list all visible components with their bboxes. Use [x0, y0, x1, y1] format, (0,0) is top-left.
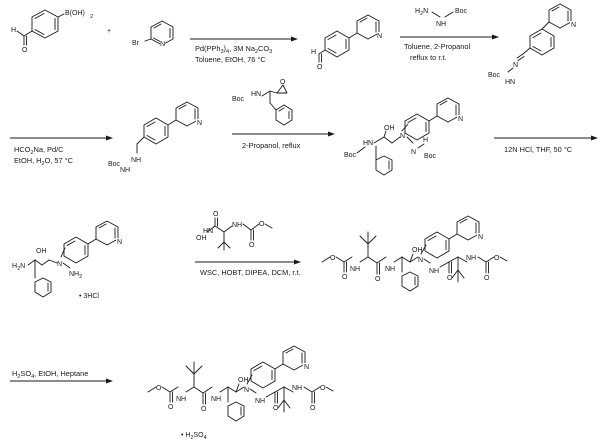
svg-text:O: O: [310, 405, 316, 412]
svg-text:NH: NH: [232, 222, 242, 229]
svg-text:N: N: [478, 234, 483, 241]
conditions-step2-line2: reflux to r.t.: [410, 53, 447, 62]
svg-text:Boc: Boc: [108, 161, 121, 168]
reaction-arrow-step6: HN OH O NH O O WSC, HOBT, DIPEA, DCM, r.…: [195, 211, 301, 277]
svg-text:NH: NH: [429, 268, 439, 275]
svg-text:H: H: [311, 49, 316, 56]
compound-hydrazine-trihydrochloride: H2N OH N NH2 N • 3HCl: [12, 220, 123, 300]
svg-text:N: N: [418, 257, 423, 264]
svg-text:N: N: [571, 22, 576, 29]
svg-text:NH: NH: [255, 398, 265, 405]
svg-text:N: N: [400, 133, 405, 140]
compound-formylphenylboronic-acid: B(OH) 2 H O: [11, 9, 93, 54]
svg-text:N: N: [304, 364, 309, 371]
reaction-arrow-step4: Boc HN O 2-Propanol, reflux: [232, 79, 335, 150]
amine-label: H2N: [12, 263, 25, 272]
conditions-step3-line2: EtOH, H2O, 57 °C: [14, 156, 74, 167]
conditions-step5-line1: 12N HCl, THF, 50 °C: [504, 145, 573, 154]
svg-text:O: O: [342, 274, 348, 281]
compound-pyridylbenzaldehyde: N O H: [311, 14, 384, 71]
svg-text:N: N: [377, 33, 382, 40]
svg-text:O: O: [249, 242, 255, 249]
svg-text:O: O: [320, 385, 326, 392]
compound-boc-hydrazone: N N Boc HN: [488, 3, 577, 86]
compound-boc-protected-intermediate: Boc HN OH N N H Boc N: [344, 97, 464, 176]
svg-text:N: N: [57, 261, 62, 268]
svg-text:O: O: [168, 404, 174, 411]
conditions-step2-line1: Toluene, 2-Propanol: [404, 42, 471, 51]
reaction-arrow-step7: H2SO4, EtOH, Heptane: [10, 369, 113, 384]
reaction-arrow-step2: H2N NH Boc Toluene, 2-Propanol reflux to…: [400, 8, 499, 62]
svg-text:O: O: [330, 255, 336, 262]
svg-text:HN: HN: [251, 91, 261, 98]
compound-atazanavir-sulfate: O O NH O NH OH N NH: [147, 345, 334, 441]
svg-text:NH: NH: [211, 396, 221, 403]
conditions-step1-line1: Pd(PPh3)4, 3M Na2CO3: [195, 44, 272, 55]
reaction-arrow-step5: 12N HCl, THF, 50 °C: [494, 135, 598, 154]
svg-text:OH: OH: [384, 125, 395, 132]
svg-text:O: O: [375, 276, 381, 283]
svg-text:O: O: [280, 79, 286, 86]
svg-text:N: N: [160, 41, 165, 48]
svg-text:OH: OH: [196, 235, 207, 242]
svg-text:O: O: [213, 211, 219, 218]
svg-text:O: O: [494, 255, 500, 262]
svg-text:O: O: [259, 221, 265, 228]
plus-sign: +: [107, 28, 111, 35]
svg-text:Boc: Boc: [455, 8, 468, 15]
svg-text:N: N: [458, 116, 463, 123]
svg-text:B(OH): B(OH): [65, 10, 85, 17]
reaction-arrow-step3: HCO2Na, Pd/C EtOH, H2O, 57 °C: [10, 135, 113, 167]
svg-text:H: H: [11, 27, 16, 34]
svg-text:NH: NH: [350, 266, 360, 273]
svg-text:NH: NH: [176, 396, 186, 403]
conditions-step6-line1: WSC, HOBT, DIPEA, DCM, r.t.: [200, 268, 301, 277]
svg-text:OH: OH: [238, 377, 249, 384]
svg-text:N: N: [244, 387, 249, 394]
svg-text:N: N: [197, 120, 202, 127]
svg-text:NH: NH: [292, 385, 302, 392]
svg-text:NH: NH: [131, 157, 141, 164]
conditions-step1-line2: Toluene, EtOH, 76 °C: [195, 55, 266, 64]
svg-text:N: N: [513, 62, 518, 69]
svg-text:N: N: [411, 149, 416, 156]
svg-text:O: O: [273, 405, 279, 412]
svg-text:Br: Br: [132, 40, 140, 47]
svg-text:NH: NH: [466, 255, 476, 262]
svg-text:OH: OH: [412, 247, 423, 254]
svg-text:Boc: Boc: [424, 153, 437, 160]
conditions-step4-line1: 2-Propanol, reflux: [242, 141, 301, 150]
sulfate-label: • H2SO4: [181, 432, 207, 441]
svg-text:NH: NH: [436, 21, 446, 28]
svg-text:O: O: [317, 64, 323, 71]
svg-text:N: N: [117, 239, 122, 246]
svg-text:O: O: [484, 275, 490, 282]
svg-text:NH: NH: [385, 266, 395, 273]
svg-text:Boc: Boc: [488, 72, 501, 79]
svg-text:HN: HN: [363, 140, 373, 147]
svg-text:O: O: [156, 385, 162, 392]
compound-boc-hydrazine: N NH Boc NH: [108, 101, 203, 174]
svg-text:O: O: [201, 406, 207, 413]
conditions-step7-line1: H2SO4, EtOH, Heptane: [12, 369, 88, 380]
svg-text:Boc: Boc: [344, 152, 357, 159]
svg-text:OH: OH: [36, 248, 47, 255]
svg-text:O: O: [22, 47, 28, 54]
svg-text:2: 2: [90, 14, 93, 20]
svg-text:O: O: [447, 275, 453, 282]
conditions-step2-hydrazine: H2N: [415, 8, 428, 17]
compound-2-bromopyridine: N Br: [132, 20, 174, 48]
svg-text:H: H: [423, 137, 428, 144]
svg-text:NH: NH: [120, 167, 130, 174]
conditions-step3-line1: HCO2Na, Pd/C: [14, 145, 64, 156]
svg-text:HN: HN: [505, 79, 515, 86]
nh2-label: NH2: [69, 271, 82, 280]
svg-text:• 3HCl: • 3HCl: [79, 293, 99, 300]
compound-atazanavir-free-base: O O NH O NH OH N NH: [321, 215, 508, 292]
svg-text:Boc: Boc: [232, 96, 245, 103]
reaction-arrow-step1: Pd(PPh3)4, 3M Na2CO3 Toluene, EtOH, 76 °…: [190, 36, 298, 64]
